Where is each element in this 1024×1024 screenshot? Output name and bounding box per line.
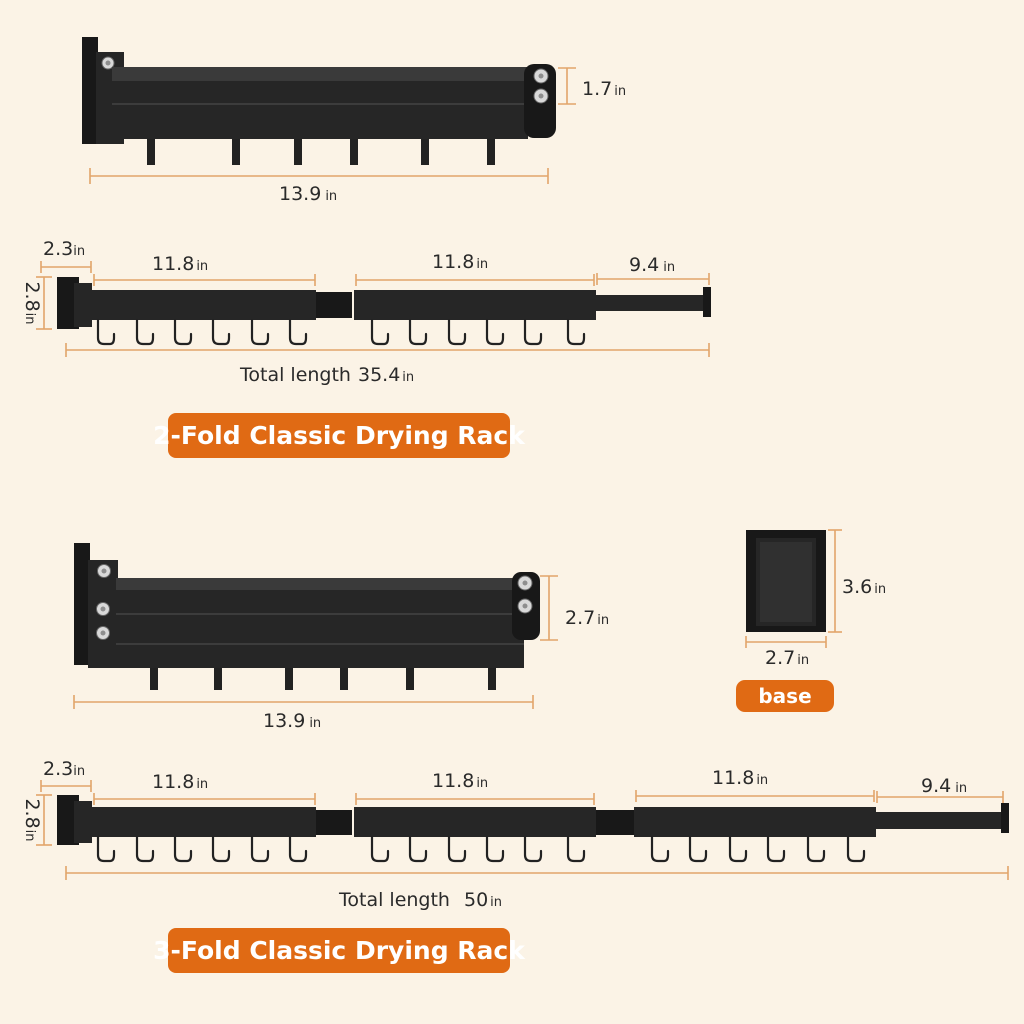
hook (288, 835, 308, 863)
hook (211, 318, 231, 346)
svg-text:9.4in: 9.4in (629, 254, 675, 276)
hook (96, 835, 116, 863)
hook (96, 318, 116, 346)
base-bracket (746, 530, 826, 632)
svg-text:3.6in: 3.6in (842, 576, 886, 598)
dimension-two-fold-mount: 2.3in (40, 238, 92, 273)
extension-rod (596, 295, 706, 311)
hook (688, 835, 708, 863)
hook (173, 318, 193, 346)
svg-text:2.3in: 2.3in (43, 238, 85, 260)
segment-2 (354, 807, 596, 837)
hook (250, 835, 270, 863)
hook (523, 318, 543, 346)
segment-2 (354, 290, 596, 320)
hook (846, 835, 866, 863)
hook (173, 835, 193, 863)
hook (135, 835, 155, 863)
three-fold-title-badge: 3-Fold Classic Drying Rack (153, 928, 525, 973)
two-fold-hooks (96, 318, 586, 346)
svg-text:2.3in: 2.3in (43, 758, 85, 780)
dimension-three-fold-mount: 2.3in (40, 758, 92, 792)
hook (370, 318, 390, 346)
folded-bar (116, 578, 524, 668)
hook (408, 835, 428, 863)
hook (250, 318, 270, 346)
svg-text:13.9in: 13.9in (263, 710, 321, 732)
svg-text:2.8in: 2.8in (21, 281, 43, 324)
hook (135, 318, 155, 346)
hook (566, 835, 586, 863)
segment-1 (90, 807, 316, 837)
hook (370, 835, 390, 863)
svg-text:2.8in: 2.8in (21, 798, 43, 841)
hook (408, 318, 428, 346)
wall-plate (57, 795, 79, 845)
hook (485, 318, 505, 346)
joint-hinge (316, 292, 352, 318)
svg-text:11.8in: 11.8in (712, 767, 768, 789)
segment-1 (90, 290, 316, 320)
hook (447, 835, 467, 863)
hook (806, 835, 826, 863)
wall-plate (57, 277, 79, 329)
svg-text:11.8in: 11.8in (432, 251, 488, 273)
svg-text:2.7in: 2.7in (765, 647, 809, 669)
hook (485, 835, 505, 863)
wall-plate (74, 543, 90, 665)
hook (566, 318, 586, 346)
dimension-three-fold-height: 2.8in (21, 794, 52, 846)
two-fold-folded-rack (82, 37, 556, 165)
extension-rod (876, 812, 1004, 829)
three-fold-folded-rack (74, 543, 540, 690)
two-fold-title-badge: 2-Fold Classic Drying Rack (153, 413, 525, 458)
svg-text:2.7in: 2.7in (565, 607, 609, 629)
hook (523, 835, 543, 863)
svg-text:11.8in: 11.8in (432, 770, 488, 792)
joint-hinge (596, 810, 634, 835)
hook (766, 835, 786, 863)
hook (447, 318, 467, 346)
joint-hinge (316, 810, 352, 835)
svg-text:1.7in: 1.7in (582, 78, 626, 100)
two-fold-expanded-rack (57, 277, 711, 329)
svg-text:13.9in: 13.9in (279, 183, 337, 205)
svg-text:9.4in: 9.4in (921, 775, 967, 797)
svg-text:11.8in: 11.8in (152, 253, 208, 275)
base-label-badge: base (736, 680, 834, 712)
hook (650, 835, 670, 863)
three-fold-hooks (96, 835, 866, 863)
segment-3 (634, 807, 876, 837)
hook (288, 318, 308, 346)
svg-text:11.8in: 11.8in (152, 771, 208, 793)
dimension-two-fold-height: 2.8in (21, 276, 52, 330)
wall-plate (82, 37, 98, 144)
hook (728, 835, 748, 863)
hook (211, 835, 231, 863)
three-fold-expanded-rack (57, 795, 1009, 845)
